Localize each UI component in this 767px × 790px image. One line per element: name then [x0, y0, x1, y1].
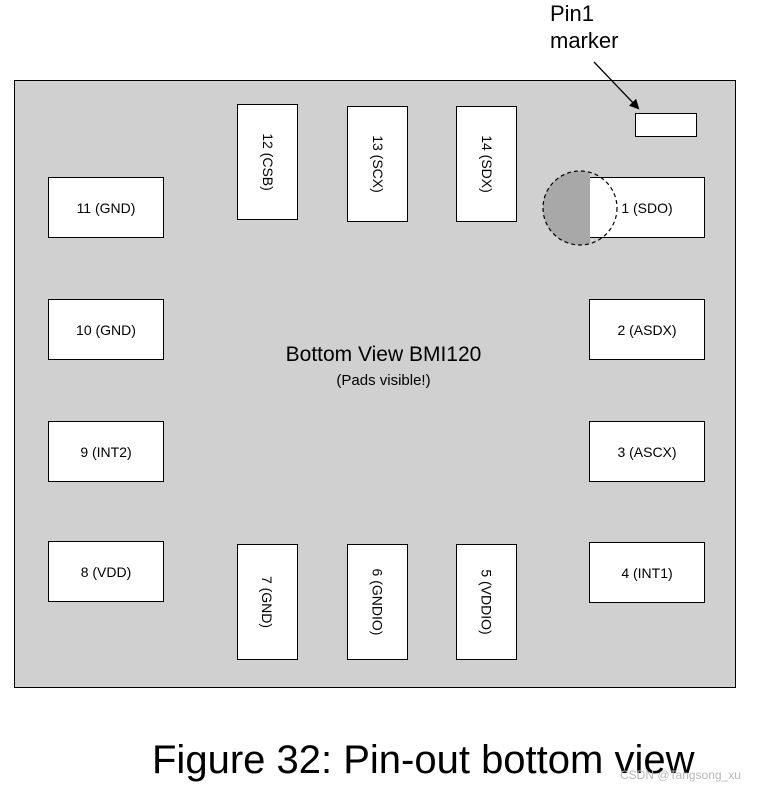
- pad-6: 6 (GNDIO): [347, 544, 408, 660]
- pad-10-label: 10 (GND): [76, 321, 136, 338]
- pad-1: 1 (SDO): [589, 177, 705, 238]
- pad-11-label: 11 (GND): [76, 199, 136, 216]
- pad-3: 3 (ASCX): [589, 421, 705, 482]
- pad-2-label: 2 (ASDX): [617, 321, 677, 338]
- pad-13: 13 (SCX): [347, 106, 408, 222]
- pin1-highlight-fill: [543, 171, 590, 245]
- pad-1-label: 1 (SDO): [621, 199, 673, 216]
- pad-3-label: 3 (ASCX): [617, 443, 677, 460]
- pad-5: 5 (VDDIO): [456, 544, 517, 660]
- pad-12: 12 (CSB): [237, 104, 298, 220]
- pad-7: 7 (GND): [237, 544, 298, 660]
- center-subtitle: (Pads visible!): [336, 372, 431, 389]
- pad-8-label: 8 (VDD): [80, 563, 132, 580]
- pin1-label-line1: Pin1: [550, 1, 595, 26]
- package-body: 11 (GND) 10 (GND) 9 (INT2) 8 (VDD) 1 (SD…: [14, 80, 736, 688]
- watermark: CSDN @Tangsong_xu: [620, 768, 741, 782]
- pad-4-label: 4 (INT1): [621, 564, 673, 581]
- pad-8: 8 (VDD): [48, 541, 164, 602]
- pad-9: 9 (INT2): [48, 421, 164, 482]
- pad-14: 14 (SDX): [456, 106, 517, 222]
- pad-10: 10 (GND): [48, 299, 164, 360]
- pin1-label-line2: marker: [550, 28, 619, 53]
- figure-caption: Figure 32: Pin-out bottom view: [152, 738, 695, 782]
- pin1-highlight-circle: [542, 170, 618, 246]
- pad-9-label: 9 (INT2): [80, 443, 132, 460]
- pin1-marker-label: Pin1 marker: [550, 0, 618, 54]
- center-title: Bottom View BMI120: [285, 343, 482, 366]
- pin1-marker-rect: [635, 113, 697, 137]
- pad-2: 2 (ASDX): [589, 299, 705, 360]
- pad-4: 4 (INT1): [589, 542, 705, 603]
- pad-11: 11 (GND): [48, 177, 164, 238]
- pin1-arrow: [593, 61, 640, 110]
